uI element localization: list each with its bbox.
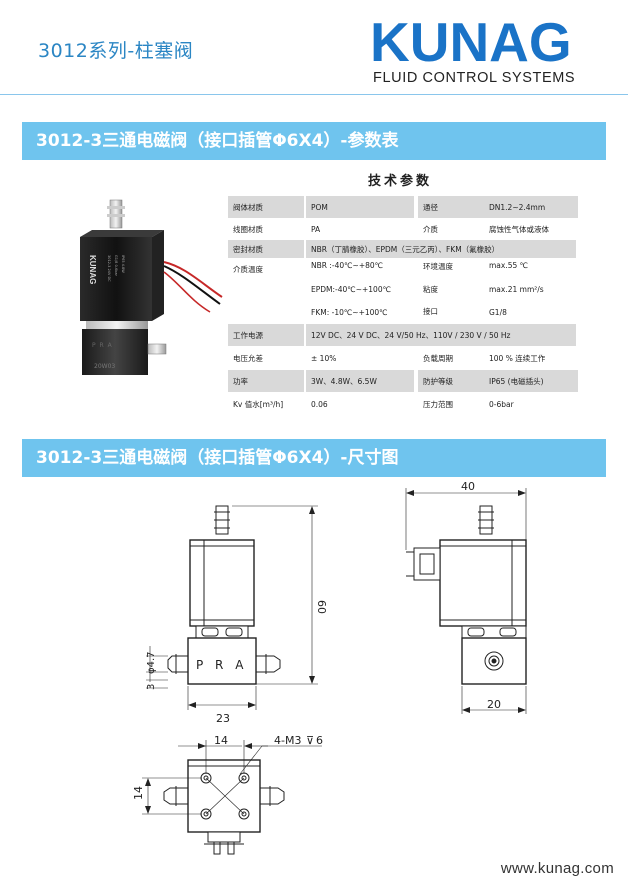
bottom-view bbox=[142, 740, 322, 855]
logo-wordmark: KUNAG bbox=[370, 11, 572, 73]
series-title: 3012系列-柱塞阀 bbox=[38, 40, 194, 62]
section-bar-dimensions: 3012-3三通电磁阀（接口插管Φ6X4）-尺寸图 bbox=[22, 439, 606, 477]
table-row: 介质温度 NBR :-40℃~+80℃ EPDM:-40℃~+100℃ FKM:… bbox=[233, 261, 544, 317]
params-heading: 技术参数 bbox=[368, 174, 433, 189]
thread-depth: 6 bbox=[316, 734, 323, 747]
section-bar-params: 3012-3三通电磁阀（接口插管Φ6X4）-参数表 bbox=[22, 122, 606, 160]
metal-ring bbox=[86, 321, 148, 329]
dim-front-width: 23 bbox=[216, 712, 230, 725]
dim-bottom-vertical: 14 bbox=[132, 786, 145, 800]
dim-bottom-horizontal: 14 bbox=[214, 734, 228, 747]
side-fitting bbox=[147, 343, 167, 355]
coil bbox=[80, 237, 152, 321]
dim-depth: 3 bbox=[146, 684, 157, 690]
table-row: 功率 3W、4.8W、6.5W 防护等级 IP65 (电磁插头) bbox=[228, 370, 578, 392]
valve-body bbox=[82, 329, 148, 375]
header-divider bbox=[0, 94, 628, 95]
svg-text:3012-3 24V DC: 3012-3 24V DC bbox=[107, 255, 111, 282]
dim-side-width: 40 bbox=[461, 480, 475, 493]
params-table: 阀体材质 POM 通径 DN1.2~2.4mm 线圈材质 PA 介质 腐蚀性气体… bbox=[228, 196, 578, 416]
dim-side-body-width: 20 bbox=[487, 698, 501, 711]
table-row: Kv 值水[m³/h] 0.06 压力范围 0-6bar bbox=[233, 399, 514, 409]
front-view bbox=[146, 505, 318, 710]
website-url[interactable]: www.kunag.com bbox=[500, 860, 614, 877]
thread-label: 4-M3 bbox=[274, 734, 301, 747]
table-row: 工作电源 12V DC、24 V DC、24 V/50 Hz、110V / 23… bbox=[228, 324, 578, 346]
coil-brand: KUNAG bbox=[88, 255, 97, 284]
body-letters: P R A bbox=[92, 342, 113, 349]
brand-logo: KUNAG FLUID CONTROL SYSTEMS bbox=[370, 14, 586, 86]
logo-tagline: FLUID CONTROL SYSTEMS bbox=[373, 70, 576, 86]
table-row: 电压允差 ± 10% 负载周期 100 % 连续工作 bbox=[233, 353, 546, 363]
table-row: 阀体材质 POM 通径 DN1.2~2.4mm bbox=[228, 196, 578, 218]
dim-height: 60 bbox=[315, 600, 328, 614]
svg-text:G1/8 0-6bar: G1/8 0-6bar bbox=[114, 255, 118, 277]
thread-depth-symbol: ⊽ bbox=[306, 734, 314, 747]
table-row: 密封材质 NBR（丁腈橡胶）、EPDM（三元乙丙）、FKM（氟橡胶） bbox=[228, 240, 578, 258]
dim-diameter: φ4.7 bbox=[146, 652, 157, 675]
body-code: 20W03 bbox=[94, 363, 115, 370]
product-photo: KUNAG 3012-3 24V DC G1/8 0-6bar IP65 4.8… bbox=[80, 199, 223, 375]
dimension-drawings: 60 23 φ4.7 3 P R A 40 20 14 14 4-M3 ⊽ 6 bbox=[132, 480, 527, 855]
svg-text:IP65 4.8W: IP65 4.8W bbox=[121, 255, 125, 273]
side-view bbox=[405, 488, 527, 714]
body-text: P R A bbox=[196, 658, 247, 672]
table-row: 线圈材质 PA 介质 腐蚀性气体或液体 bbox=[233, 224, 549, 234]
